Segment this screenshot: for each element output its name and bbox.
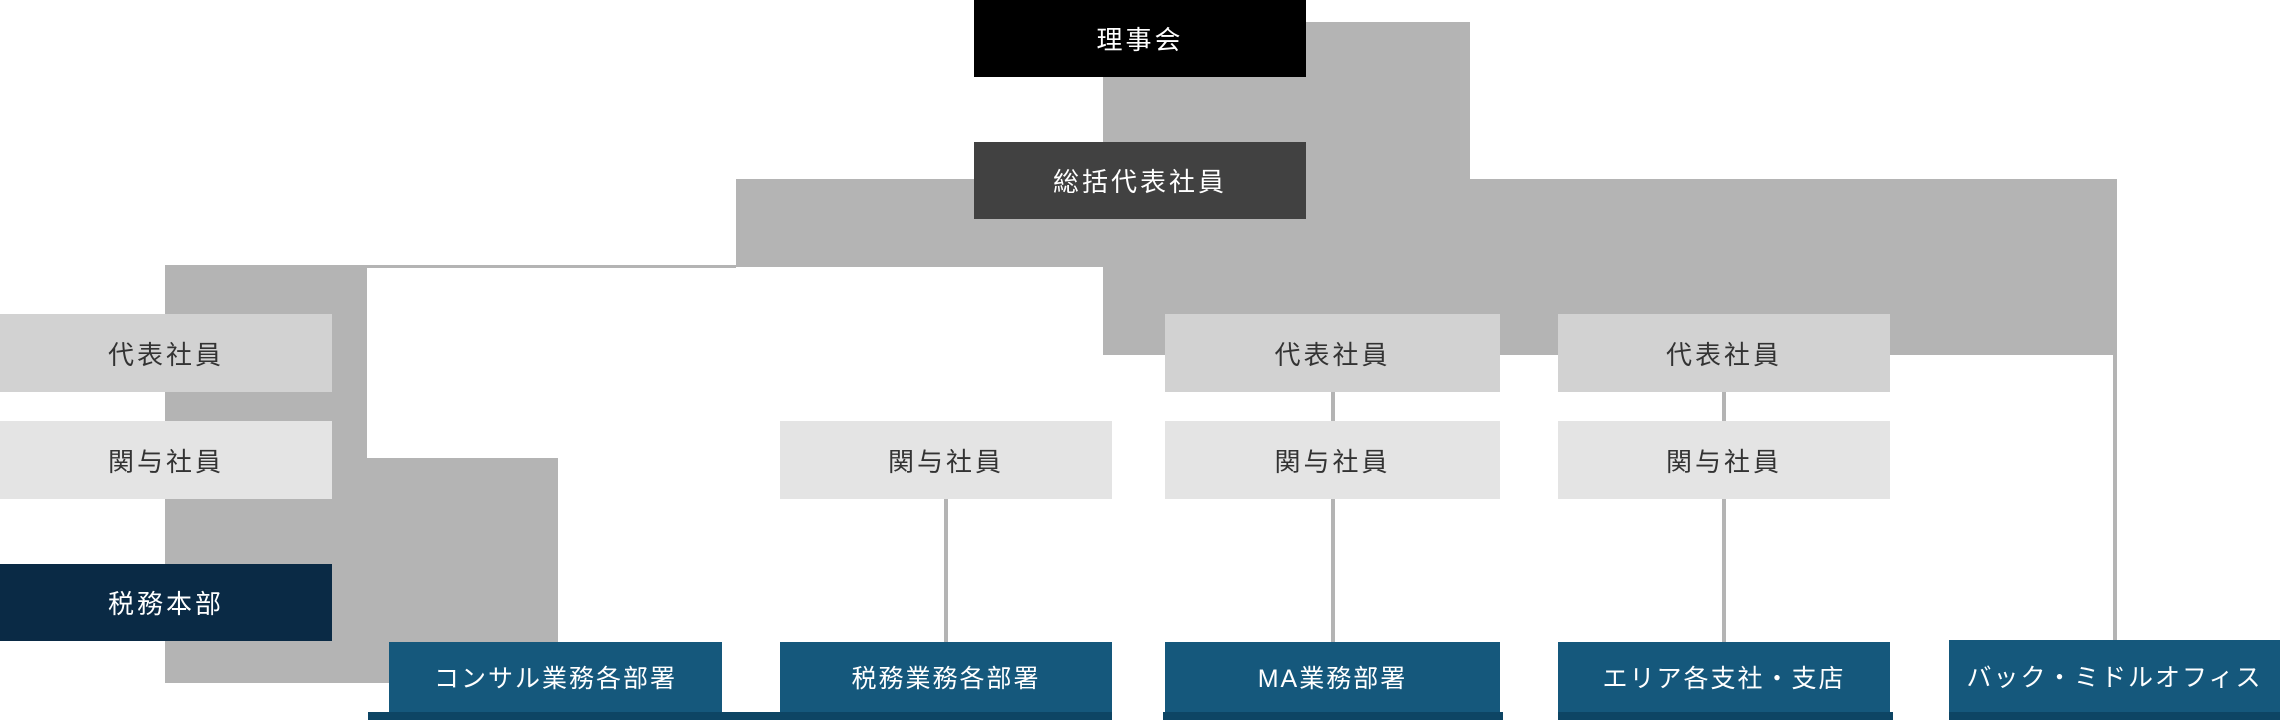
connector-area-engagement-to-dept: [1722, 499, 1726, 642]
consulting-departments-box: コンサル業務各部署: [389, 642, 722, 712]
representative-box-area: 代表社員: [1558, 314, 1890, 392]
engagement-box-middle: 関与社員: [780, 421, 1112, 499]
connector-ma-engagement-to-dept: [1331, 499, 1335, 642]
ma-department-box: MA業務部署: [1165, 642, 1500, 712]
connector-board-right-column: [1306, 22, 1470, 179]
representative-box-ma: 代表社員: [1165, 314, 1500, 392]
tax-departments-box: 税務業務各部署: [780, 642, 1112, 712]
engagement-box-ma: 関与社員: [1165, 421, 1500, 499]
bottom-underline-bar-area: [1558, 712, 1893, 720]
connector-left-branch-bar: [367, 458, 558, 642]
connector-ma-rep-to-engagement: [1331, 392, 1335, 421]
connector-board-to-supervising: [1103, 77, 1306, 142]
connector-middle-engagement-to-dept: [944, 499, 948, 642]
connector-main-band-upper: [736, 179, 2117, 267]
connector-area-rep-to-engagement: [1722, 392, 1726, 421]
connector-left-branch-foot: [367, 642, 389, 683]
bottom-underline-bar-ma: [1163, 712, 1503, 720]
representative-box-left: 代表社員: [0, 314, 332, 392]
area-branches-box: エリア各支社・支店: [1558, 642, 1890, 712]
connector-left-horizontal-line: [367, 265, 736, 268]
tax-headquarters-box: 税務本部: [0, 564, 332, 641]
bottom-underline-bar-back-office: [1949, 712, 2280, 720]
connector-back-office-drop-line: [2113, 355, 2117, 640]
engagement-box-left: 関与社員: [0, 421, 332, 499]
back-middle-office-box: バック・ミドルオフィス: [1949, 640, 2280, 712]
engagement-box-area: 関与社員: [1558, 421, 1890, 499]
supervising-representative-box: 総括代表社員: [974, 142, 1306, 219]
bottom-underline-bar-consulting-tax: [368, 712, 1112, 720]
board-box: 理事会: [974, 0, 1306, 77]
